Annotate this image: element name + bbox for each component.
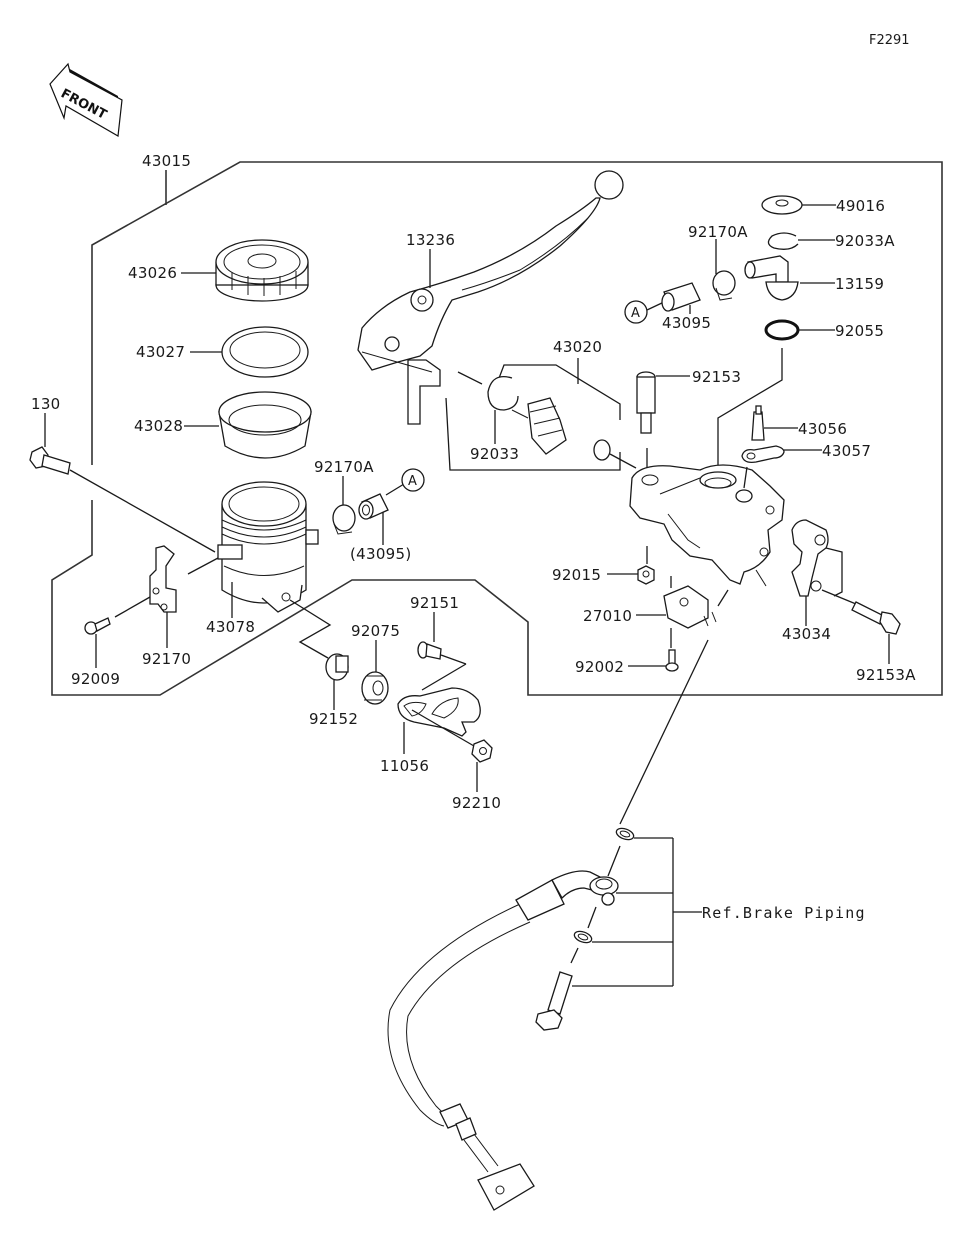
hose-clamp-left[interactable] bbox=[332, 504, 356, 535]
part-label-43028[interactable]: 43028 bbox=[134, 417, 183, 435]
collar-92152[interactable] bbox=[325, 653, 349, 681]
part-label-27010[interactable]: 27010 bbox=[583, 607, 632, 625]
bolt-92151[interactable] bbox=[417, 641, 467, 691]
part-label-92152[interactable]: 92152 bbox=[309, 710, 358, 728]
fitting-13159[interactable] bbox=[744, 255, 799, 301]
part-label-92002[interactable]: 92002 bbox=[575, 658, 624, 676]
bolt-130[interactable] bbox=[29, 446, 216, 553]
clamp-bolt-92153a[interactable] bbox=[821, 589, 901, 635]
diaphragm[interactable] bbox=[218, 391, 312, 459]
part-label-43078[interactable]: 43078 bbox=[206, 618, 255, 636]
part-label-92015[interactable]: 92015 bbox=[552, 566, 601, 584]
reservoir-tank[interactable] bbox=[217, 481, 319, 613]
washer-upper bbox=[615, 827, 635, 841]
part-label-92170a-right[interactable]: 92170A bbox=[688, 223, 748, 241]
part-label-43056[interactable]: 43056 bbox=[798, 420, 847, 438]
part-label-92170[interactable]: 92170 bbox=[142, 650, 191, 668]
ref-bracket-lines bbox=[572, 837, 702, 987]
front-arrow-icon: FRONT bbox=[49, 62, 123, 137]
part-label-92033[interactable]: 92033 bbox=[470, 445, 519, 463]
part-label-92170a-left[interactable]: 92170A bbox=[314, 458, 374, 476]
master-cylinder-body bbox=[629, 464, 785, 587]
cap-49016[interactable] bbox=[761, 195, 803, 215]
brake-lever[interactable] bbox=[357, 170, 624, 425]
bleeder-cap-43057[interactable] bbox=[741, 445, 785, 464]
part-label-43095-paren[interactable]: (43095) bbox=[350, 545, 412, 563]
part-label-130[interactable]: 130 bbox=[31, 395, 61, 413]
part-label-43027[interactable]: 43027 bbox=[136, 343, 185, 361]
part-label-43020[interactable]: 43020 bbox=[553, 338, 602, 356]
washer-lower bbox=[573, 930, 593, 944]
circlip-92033[interactable] bbox=[487, 375, 519, 411]
ref-brake-piping-note[interactable]: Ref.Brake Piping bbox=[702, 904, 866, 922]
reservoir-cap[interactable] bbox=[215, 239, 309, 302]
part-label-92033a[interactable]: 92033A bbox=[835, 232, 895, 250]
brake-hose bbox=[387, 870, 619, 1211]
hose-left[interactable] bbox=[358, 493, 389, 520]
part-label-92210[interactable]: 92210 bbox=[452, 794, 501, 812]
pivot-bolt-92153[interactable] bbox=[636, 371, 656, 434]
bracket-11056[interactable] bbox=[397, 687, 481, 747]
nut-92015[interactable] bbox=[637, 565, 655, 585]
connector-marker-a-left: A bbox=[401, 468, 425, 492]
part-label-92009[interactable]: 92009 bbox=[71, 670, 120, 688]
hose-43095[interactable] bbox=[661, 282, 701, 312]
banjo-bolt bbox=[535, 971, 573, 1031]
part-label-92153a[interactable]: 92153A bbox=[856, 666, 916, 684]
bracket-92170[interactable] bbox=[149, 545, 177, 613]
part-label-92151[interactable]: 92151 bbox=[410, 594, 459, 612]
grommet-92075[interactable] bbox=[361, 671, 389, 705]
part-label-49016[interactable]: 49016 bbox=[836, 197, 885, 215]
connector-marker-a-right: A bbox=[624, 300, 648, 324]
part-label-92055[interactable]: 92055 bbox=[835, 322, 884, 340]
figure-code: F2291 bbox=[869, 33, 910, 48]
part-label-43034[interactable]: 43034 bbox=[782, 625, 831, 643]
screw-92002[interactable] bbox=[665, 649, 679, 672]
part-label-43095[interactable]: 43095 bbox=[662, 314, 711, 332]
bleeder-valve-43056[interactable] bbox=[751, 405, 765, 441]
part-label-43057[interactable]: 43057 bbox=[822, 442, 871, 460]
part-label-13159[interactable]: 13159 bbox=[835, 275, 884, 293]
part-label-92075[interactable]: 92075 bbox=[351, 622, 400, 640]
circlip-92033a[interactable] bbox=[767, 232, 799, 250]
hose-clamp-right[interactable] bbox=[712, 270, 736, 301]
part-label-13236[interactable]: 13236 bbox=[406, 231, 455, 249]
screw-92009[interactable] bbox=[84, 596, 151, 635]
diaphragm-plate[interactable] bbox=[221, 326, 309, 378]
piston-kit-43020[interactable] bbox=[445, 364, 637, 471]
nut-92210[interactable] bbox=[471, 739, 493, 763]
assembly-frame-43015 bbox=[51, 161, 943, 696]
o-ring-92055[interactable] bbox=[764, 319, 800, 341]
handlebar-clamp-43034[interactable] bbox=[791, 519, 829, 597]
part-label-11056[interactable]: 11056 bbox=[380, 757, 429, 775]
part-label-92153[interactable]: 92153 bbox=[692, 368, 741, 386]
svg-text:A: A bbox=[631, 306, 640, 321]
part-label-43015[interactable]: 43015 bbox=[142, 152, 191, 170]
brake-switch-27010[interactable] bbox=[663, 585, 717, 629]
part-label-43026[interactable]: 43026 bbox=[128, 264, 177, 282]
svg-text:A: A bbox=[408, 474, 417, 489]
